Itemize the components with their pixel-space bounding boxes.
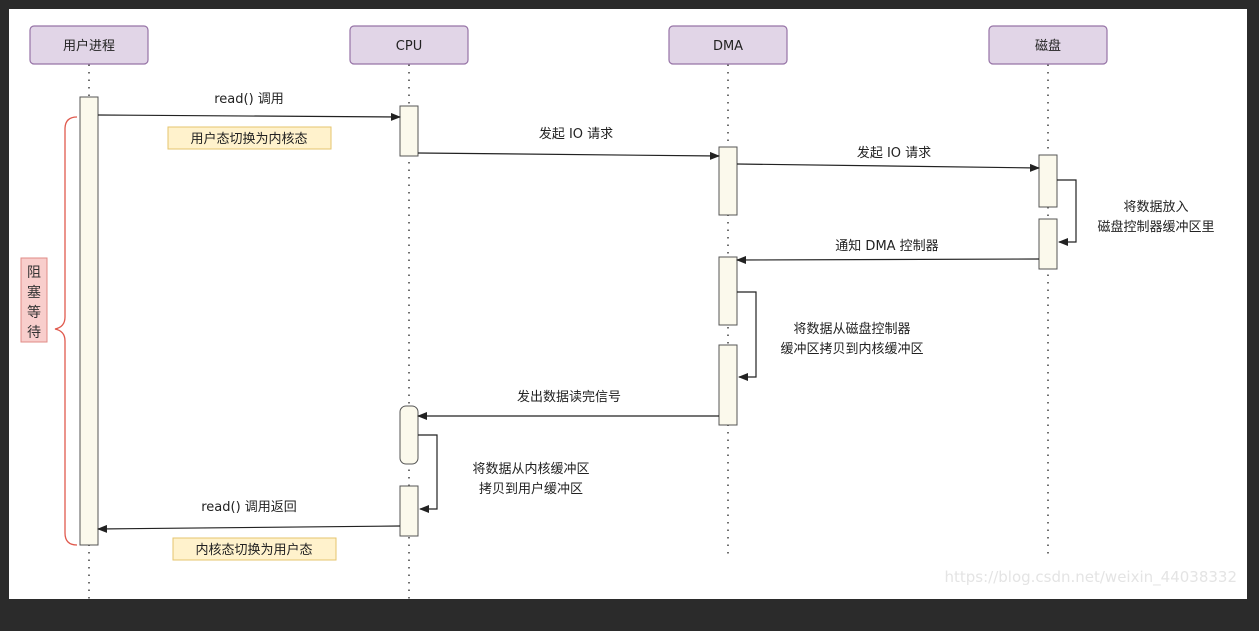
- message-read-return-arrow: [97, 524, 401, 533]
- activation-cpu-3: [399, 485, 419, 537]
- actor-cpu: CPU: [349, 25, 469, 65]
- note-user-to-kernel-text: 用户态切换为内核态: [190, 131, 307, 147]
- diagram-svg: 用户进程 CPU DMA 磁盘 read() 调用 用户态切换为内核态 发起 I…: [20, 25, 1237, 599]
- blocking-char-2: 塞: [27, 284, 41, 301]
- blocking-brace: [54, 116, 78, 546]
- message-read-return-label: read() 调用返回: [201, 500, 297, 515]
- activation-disk-1: [1038, 154, 1058, 208]
- message-read-call-label: read() 调用: [214, 92, 284, 107]
- activation-cpu-2: [399, 405, 419, 465]
- blocking-char-4: 待: [27, 325, 41, 341]
- blocking-char-1: 阻: [27, 265, 41, 281]
- actor-user-process: 用户进程: [29, 25, 149, 65]
- message-notify-dma-label: 通知 DMA 控制器: [835, 238, 938, 254]
- selfcall-dma-copy-arrow: [737, 291, 757, 381]
- selfcall-cpu-copy-arrow: [418, 434, 438, 513]
- note-kernel-to-user-text: 内核态切换为用户态: [195, 542, 312, 558]
- activation-cpu-1: [399, 105, 419, 157]
- activation-disk-2: [1038, 218, 1058, 270]
- actor-cpu-label: CPU: [396, 39, 422, 54]
- message-cpu-io-request-label: 发起 IO 请求: [539, 126, 613, 142]
- actor-disk-label: 磁盘: [1035, 38, 1061, 54]
- selfcall-disk-buffer-arrow: [1057, 179, 1077, 246]
- sequence-diagram: 用户进程 CPU DMA 磁盘 read() 调用 用户态切换为内核态 发起 I…: [9, 9, 1247, 599]
- selfcall-dma-copy-line2: 缓冲区拷贝到内核缓冲区: [780, 341, 923, 357]
- actor-dma: DMA: [668, 25, 788, 65]
- message-cpu-io-request-arrow: [417, 151, 720, 160]
- note-user-to-kernel: 用户态切换为内核态: [167, 126, 332, 150]
- blocking-wait-label: 阻 塞 等 待: [20, 257, 48, 343]
- message-dma-io-request-arrow: [736, 163, 1040, 172]
- actor-user-process-label: 用户进程: [63, 38, 115, 54]
- activation-dma-3: [718, 344, 738, 426]
- watermark-text: https://blog.csdn.net/weixin_44038332: [944, 568, 1237, 587]
- selfcall-dma-copy-line1: 将数据从磁盘控制器: [793, 321, 910, 337]
- blocking-char-3: 等: [27, 304, 41, 321]
- selfcall-cpu-copy-line1: 将数据从内核缓冲区: [472, 461, 589, 477]
- activation-dma-1: [718, 146, 738, 216]
- activation-dma-2: [718, 256, 738, 326]
- message-notify-dma-arrow: [736, 255, 1040, 264]
- message-read-complete-label: 发出数据读完信号: [517, 389, 621, 405]
- message-read-call-arrow: [97, 112, 401, 121]
- selfcall-disk-buffer-line1: 将数据放入: [1123, 200, 1188, 215]
- selfcall-disk-buffer-line2: 磁盘控制器缓冲区里: [1097, 219, 1214, 235]
- actor-dma-label: DMA: [713, 39, 743, 54]
- selfcall-cpu-copy-line2: 拷贝到用户缓冲区: [479, 481, 583, 497]
- activation-user-process: [79, 96, 99, 546]
- actor-disk: 磁盘: [988, 25, 1108, 65]
- message-dma-io-request-label: 发起 IO 请求: [857, 145, 931, 161]
- note-kernel-to-user: 内核态切换为用户态: [172, 537, 337, 561]
